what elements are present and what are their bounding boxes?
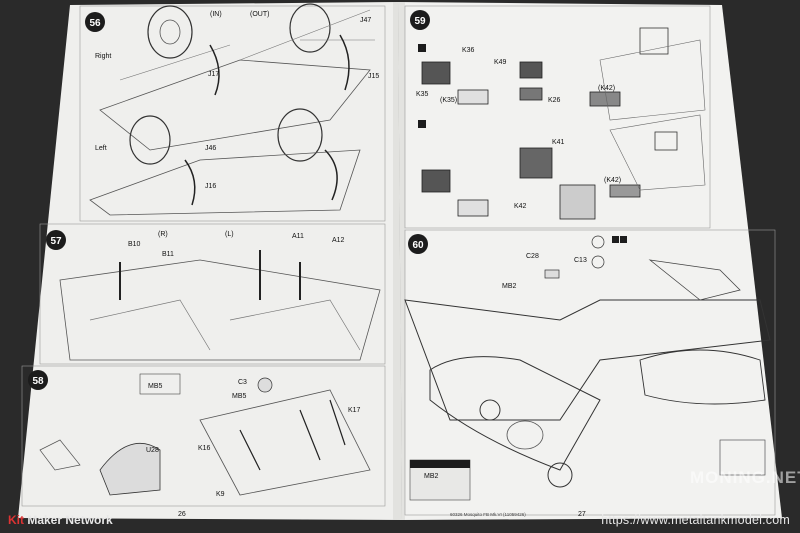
step-57-panel: 57 (R) (L) B10 B11 A11 A12 [39,223,386,365]
step-59-part-k26: K26 [548,97,561,104]
step-59-section-b: C [418,120,426,129]
step-58-part-k16: K16 [198,445,211,452]
step-57-caption-r: (R) [158,231,168,238]
svg-text:C: C [420,123,425,129]
step-56-badge: 56 [85,12,105,32]
url-watermark[interactable]: https://www.metaltankmodel.com [601,513,790,527]
step-59-part-k49: K49 [494,59,507,66]
step-59-part-k42-paren-b: (K42) [604,177,621,184]
step-60-part-mb2: MB2 [502,283,517,290]
step-56-caption-right: Right [95,53,111,60]
step-60-section-a: A [612,236,619,244]
step-59-panel: 59 A C K36 K35 (K35) K49 K26 (K42) K41 K… [404,5,711,229]
step-60-panel: 60 A B C28 C13 MB2 MB2 [404,229,776,516]
svg-text:58: 58 [32,376,44,387]
step-58-caption-mb5: MB5 [148,383,163,390]
left-page-number: 26 [178,511,186,518]
step-58-part-c3: C3 [238,379,247,386]
step-60-badge: 60 [408,234,428,254]
step-60-part-c28: C28 [526,253,539,260]
step-56-part-j15: J15 [368,73,379,80]
step-58-part-k17: K17 [348,407,361,414]
step-59-part-k41: K41 [552,139,565,146]
kitmaker-watermark: Kit Maker Network [8,513,113,527]
kitmaker-watermark-kit: Kit [8,513,24,527]
svg-text:59: 59 [414,16,426,27]
step-57-badge: 57 [46,230,66,250]
step-57-part-a11: A11 [292,233,304,240]
step-59-part-k35-a: K35 [416,91,429,98]
step-58-part-mb5: MB5 [232,393,247,400]
svg-text:56: 56 [89,18,101,29]
step-60-part-mb2-box: MB2 [424,473,439,480]
moning-watermark: MONING.NET [690,468,800,487]
step-59-badge: 59 [410,10,430,30]
step-56-caption-in: (IN) [210,11,222,18]
step-59-part-k35-paren-a: (K35) [440,97,457,104]
step-56-part-j16: J16 [205,183,216,190]
svg-text:60: 60 [412,240,424,251]
svg-text:A: A [420,47,424,53]
step-60-part-c13: C13 [574,257,587,264]
step-60-section-b: B [620,236,627,244]
kitmaker-watermark-rest: Maker Network [24,513,113,527]
step-59-part-k42-paren-a: (K42) [598,85,615,92]
svg-text:57: 57 [50,236,62,247]
step-57-caption-l: (L) [225,231,234,238]
step-58-badge: 58 [28,370,48,390]
right-page-number: 27 [578,511,586,518]
svg-text:A: A [613,238,617,244]
right-page [398,2,782,520]
step-59-section-a: A [418,44,426,53]
step-56-part-j46: J46 [205,145,216,152]
step-57-part-b11: B11 [162,251,174,258]
left-page [18,2,402,520]
svg-text:B: B [621,238,625,244]
step-58-part-u28: U28 [146,447,159,454]
step-56-caption-left: Left [95,145,107,152]
step-56-part-j17: J17 [208,71,219,78]
step-57-part-b10: B10 [128,241,141,248]
step-58-panel: 58 MB5 C3 MB5 K17 K16 K9 U28 [21,365,386,507]
step-59-part-k42: K42 [514,203,527,210]
step-56-panel: 56 Right Left (IN) (OUT) J47 J46 J17 J15… [79,3,386,222]
step-56-part-j47: J47 [360,17,371,24]
step-59-part-k36-a: K36 [462,47,475,54]
step-56-caption-out: (OUT) [250,11,269,18]
step-57-part-a12: A12 [332,237,345,244]
footer-code: 60326 Mosquito FB Mk.VI (11059426) [450,512,526,517]
step-58-part-k9: K9 [216,491,225,498]
